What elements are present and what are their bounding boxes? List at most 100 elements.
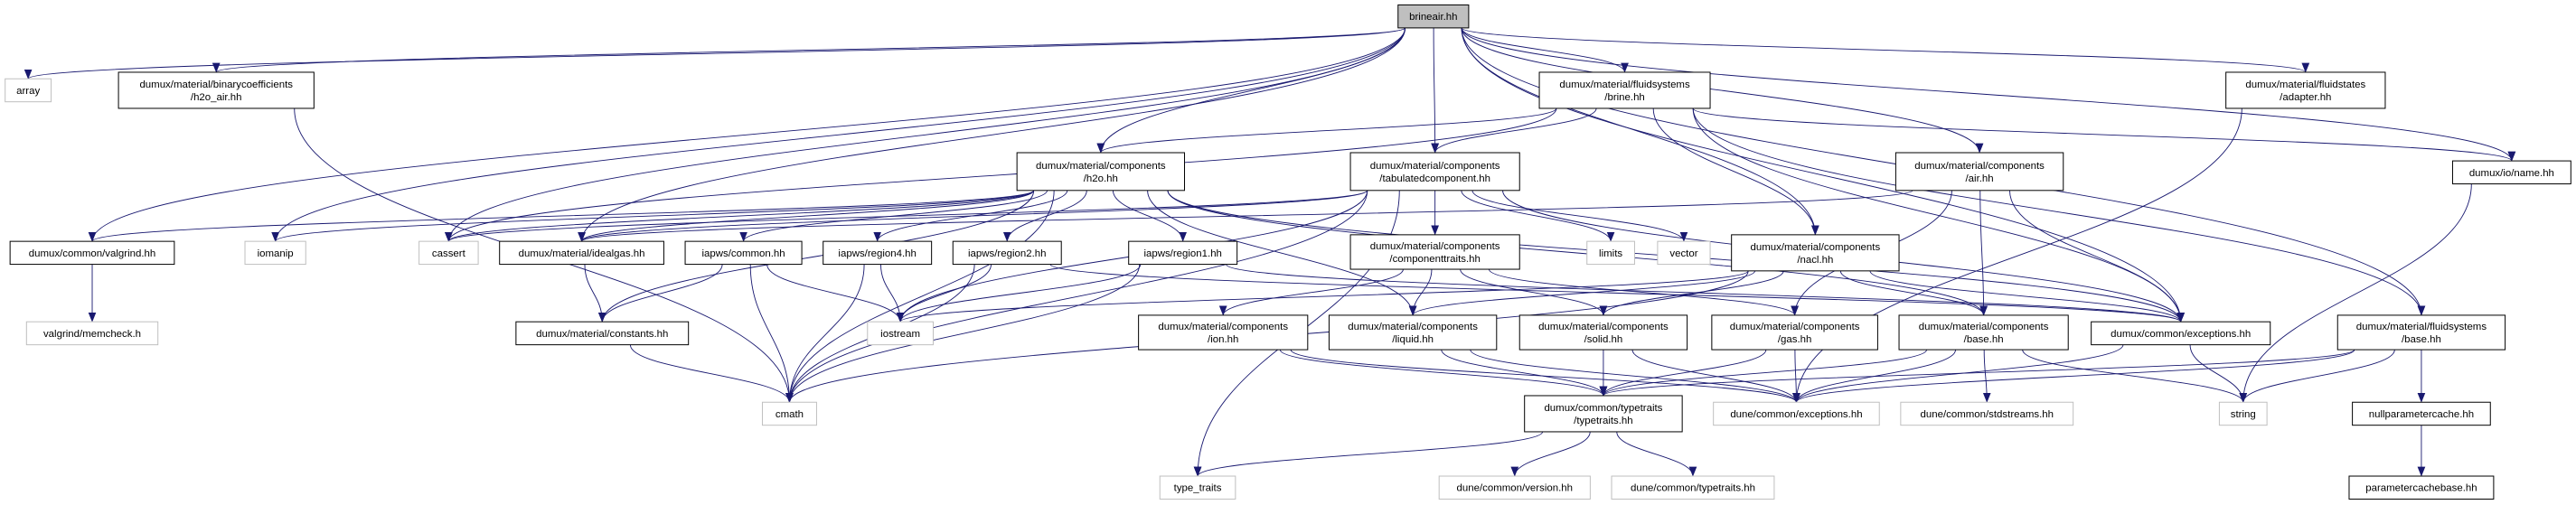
node-label: dune/common/typetraits.hh: [1631, 483, 1755, 494]
node-iostream[interactable]: iostream: [867, 321, 934, 346]
edge-air-to-idealgas: [578, 190, 1913, 242]
node-label: type_traits: [1174, 483, 1222, 494]
node-label: dumux/material/components: [1370, 241, 1500, 252]
node-name[interactable]: dumux/io/name.hh: [2451, 160, 2571, 185]
edge-nacl-to-iostream: [897, 270, 1749, 323]
node-version[interactable]: dune/common/version.hh: [1438, 475, 1591, 500]
node-label: dune/common/exceptions.hh: [1730, 409, 1862, 420]
node-box: [2225, 71, 2386, 109]
edge-componenttraits-to-ion: [1218, 268, 1404, 316]
node-box: [499, 240, 664, 266]
node-constants[interactable]: dumux/material/constants.hh: [515, 321, 690, 346]
node-label: dumux/common/valgrind.hh: [29, 248, 156, 259]
node-tabulated[interactable]: dumux/material/components/tabulatedcompo…: [1349, 152, 1520, 192]
node-box: [1538, 71, 1711, 109]
node-array[interactable]: array: [5, 78, 52, 103]
edge-liquid-to-typetraits: [1441, 349, 1608, 397]
node-box: [1611, 475, 1775, 500]
edge-componenttraits-to-gas: [1488, 268, 1799, 316]
edge-h2o-to-idealgas: [578, 190, 1035, 242]
node-box: [1524, 395, 1683, 433]
node-brineair[interactable]: brineair.hh: [1397, 4, 1470, 29]
node-nacl[interactable]: dumux/material/components/nacl.hh: [1731, 234, 1900, 272]
node-type_traits[interactable]: type_traits: [1159, 475, 1236, 500]
node-box: [2336, 314, 2506, 351]
node-typetraits[interactable]: dumux/common/typetraits/typetraits.hh: [1524, 395, 1683, 433]
node-region4[interactable]: iapws/region4.hh: [823, 240, 933, 266]
edge-h2o-to-cmath: [785, 190, 1055, 403]
node-valgrind[interactable]: dumux/common/valgrind.hh: [9, 240, 175, 266]
node-memcheck[interactable]: valgrind/memcheck.h: [25, 321, 159, 346]
node-label: vector: [1669, 248, 1697, 259]
node-label: limits: [1599, 248, 1622, 259]
node-box: [1397, 4, 1470, 29]
node-box: [1349, 152, 1520, 192]
node-box: [1894, 152, 2064, 192]
node-label: /solid.hh: [1584, 334, 1623, 345]
node-label: dumux/material/components: [1538, 322, 1669, 332]
node-box: [1138, 314, 1309, 351]
node-region1[interactable]: iapws/region1.hh: [1128, 240, 1238, 266]
node-liquid[interactable]: dumux/material/components/liquid.hh: [1328, 314, 1498, 351]
edge-brineair-to-adapter: [1461, 27, 2309, 73]
node-duneexc[interactable]: dune/common/exceptions.hh: [1713, 401, 1880, 426]
node-string[interactable]: string: [2218, 401, 2268, 426]
node-box: [2451, 160, 2571, 185]
edge-h2o-to-cassert: [445, 190, 1035, 242]
node-iomanip[interactable]: iomanip: [244, 240, 306, 266]
edge-brineair-to-idealgas: [578, 27, 1406, 242]
edge-gas-to-duneexc: [1792, 350, 1800, 403]
edge-typetraits-to-dunetypetraits: [1616, 431, 1697, 477]
node-pcbase[interactable]: parametercachebase.hh: [2348, 475, 2495, 500]
node-box: [1328, 314, 1498, 351]
edge-ion-to-typetraits: [1279, 349, 1608, 397]
node-cmath[interactable]: cmath: [761, 401, 817, 426]
node-label: iapws/region1.hh: [1143, 248, 1221, 259]
node-label: /base.hh: [1964, 334, 2004, 345]
node-region2[interactable]: iapws/region2.hh: [952, 240, 1062, 266]
edge-liquid-to-duneexc: [1470, 349, 1800, 403]
node-exceptions[interactable]: dumux/common/exceptions.hh: [2091, 321, 2271, 346]
edge-brine-to-fsbase: [1692, 108, 2426, 316]
edge-constants-to-cmath: [629, 344, 794, 403]
node-label: /liquid.hh: [1392, 334, 1434, 345]
node-label: dumux/material/components: [1158, 322, 1288, 332]
node-componenttraits[interactable]: dumux/material/components/componenttrait…: [1349, 234, 1520, 270]
edges-layer: [24, 27, 2516, 477]
node-cassert[interactable]: cassert: [418, 240, 479, 266]
node-label: parametercachebase.hh: [2365, 483, 2477, 494]
node-stdstreams[interactable]: dune/common/stdstreams.hh: [1900, 401, 2074, 426]
node-vector[interactable]: vector: [1657, 240, 1711, 266]
node-brine[interactable]: dumux/material/fluidsystems/brine.hh: [1538, 71, 1711, 109]
edge-h2o-to-base: [1167, 190, 1988, 316]
node-label: dune/common/version.hh: [1457, 483, 1573, 494]
edge-h2o-to-iomanip: [271, 190, 1035, 242]
node-nullpc[interactable]: nullparametercache.hh: [2352, 401, 2491, 426]
edge-brine-to-exceptions: [1692, 108, 2186, 323]
node-dunetypetraits[interactable]: dune/common/typetraits.hh: [1611, 475, 1775, 500]
node-gas[interactable]: dumux/material/components/gas.hh: [1711, 314, 1878, 351]
node-solid[interactable]: dumux/material/components/solid.hh: [1518, 314, 1688, 351]
node-label: iapws/region4.hh: [838, 248, 916, 259]
node-box: [418, 240, 479, 266]
node-label: iomanip: [258, 248, 294, 259]
node-h2o_air[interactable]: dumux/material/binarycoefficients/h2o_ai…: [118, 71, 315, 109]
node-common[interactable]: iapws/common.hh: [684, 240, 803, 266]
edge-idealgas-to-constants: [584, 264, 606, 323]
node-base[interactable]: dumux/material/components/base.hh: [1898, 314, 2069, 351]
edge-brineair-to-exceptions: [1461, 27, 2186, 323]
edge-base-to-stdstreams: [1982, 350, 1991, 403]
node-idealgas[interactable]: dumux/material/idealgas.hh: [499, 240, 664, 266]
node-limits[interactable]: limits: [1586, 240, 1635, 266]
node-label: array: [16, 86, 40, 97]
node-air[interactable]: dumux/material/components/air.hh: [1894, 152, 2064, 192]
node-adapter[interactable]: dumux/material/fluidstates/adapter.hh: [2225, 71, 2386, 109]
edge-brineair-to-nacl: [1461, 27, 1819, 236]
node-ion[interactable]: dumux/material/components/ion.hh: [1138, 314, 1309, 351]
edge-tabulated-to-idealgas: [578, 190, 1368, 242]
node-fsbase[interactable]: dumux/material/fluidsystems/base.hh: [2336, 314, 2506, 351]
edge-region1-to-exceptions: [1226, 264, 2185, 323]
node-box: [1898, 314, 2069, 351]
node-h2o[interactable]: dumux/material/components/h2o.hh: [1016, 152, 1186, 192]
